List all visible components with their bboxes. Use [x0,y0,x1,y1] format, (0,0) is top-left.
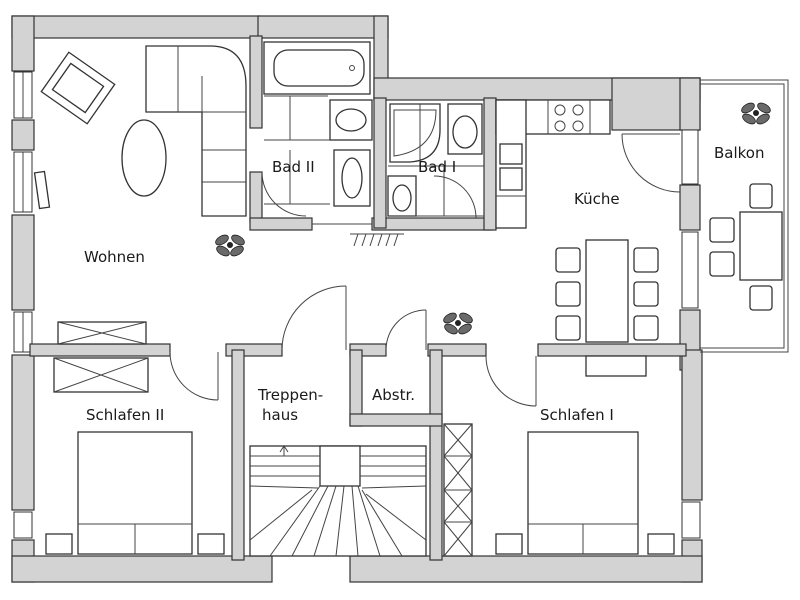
living-furniture [33,45,247,217]
kitchen-furniture [495,99,659,343]
windows [13,71,701,539]
balcony-furniture [709,183,783,311]
bedroom1-furniture [443,355,675,557]
room-label-schlafen-1: Schlafen I [540,406,614,424]
room-label-treppenhaus-line1: Treppen- [257,386,323,404]
staircase [249,445,427,557]
room-label-bad-1: Bad I [418,158,456,176]
room-label-wohnen: Wohnen [84,248,145,266]
plant-icon [741,102,771,125]
room-label-abstr: Abstr. [372,386,415,404]
room-label-schlafen-2: Schlafen II [86,406,164,424]
balcony [700,79,789,353]
room-label-balkon: Balkon [714,144,765,162]
bath2-fixtures [263,41,373,207]
room-label-bad-2: Bad II [272,158,315,176]
coat-hooks [350,233,404,247]
room-label-kueche: Küche [574,190,620,208]
plant-icon [443,312,473,335]
room-label-treppenhaus-line2: haus [262,406,298,424]
plant-icon [215,234,245,257]
bath1-fixtures [387,103,484,217]
doors [169,133,681,407]
bedroom2-furniture [45,321,225,555]
exterior-walls [11,15,703,583]
